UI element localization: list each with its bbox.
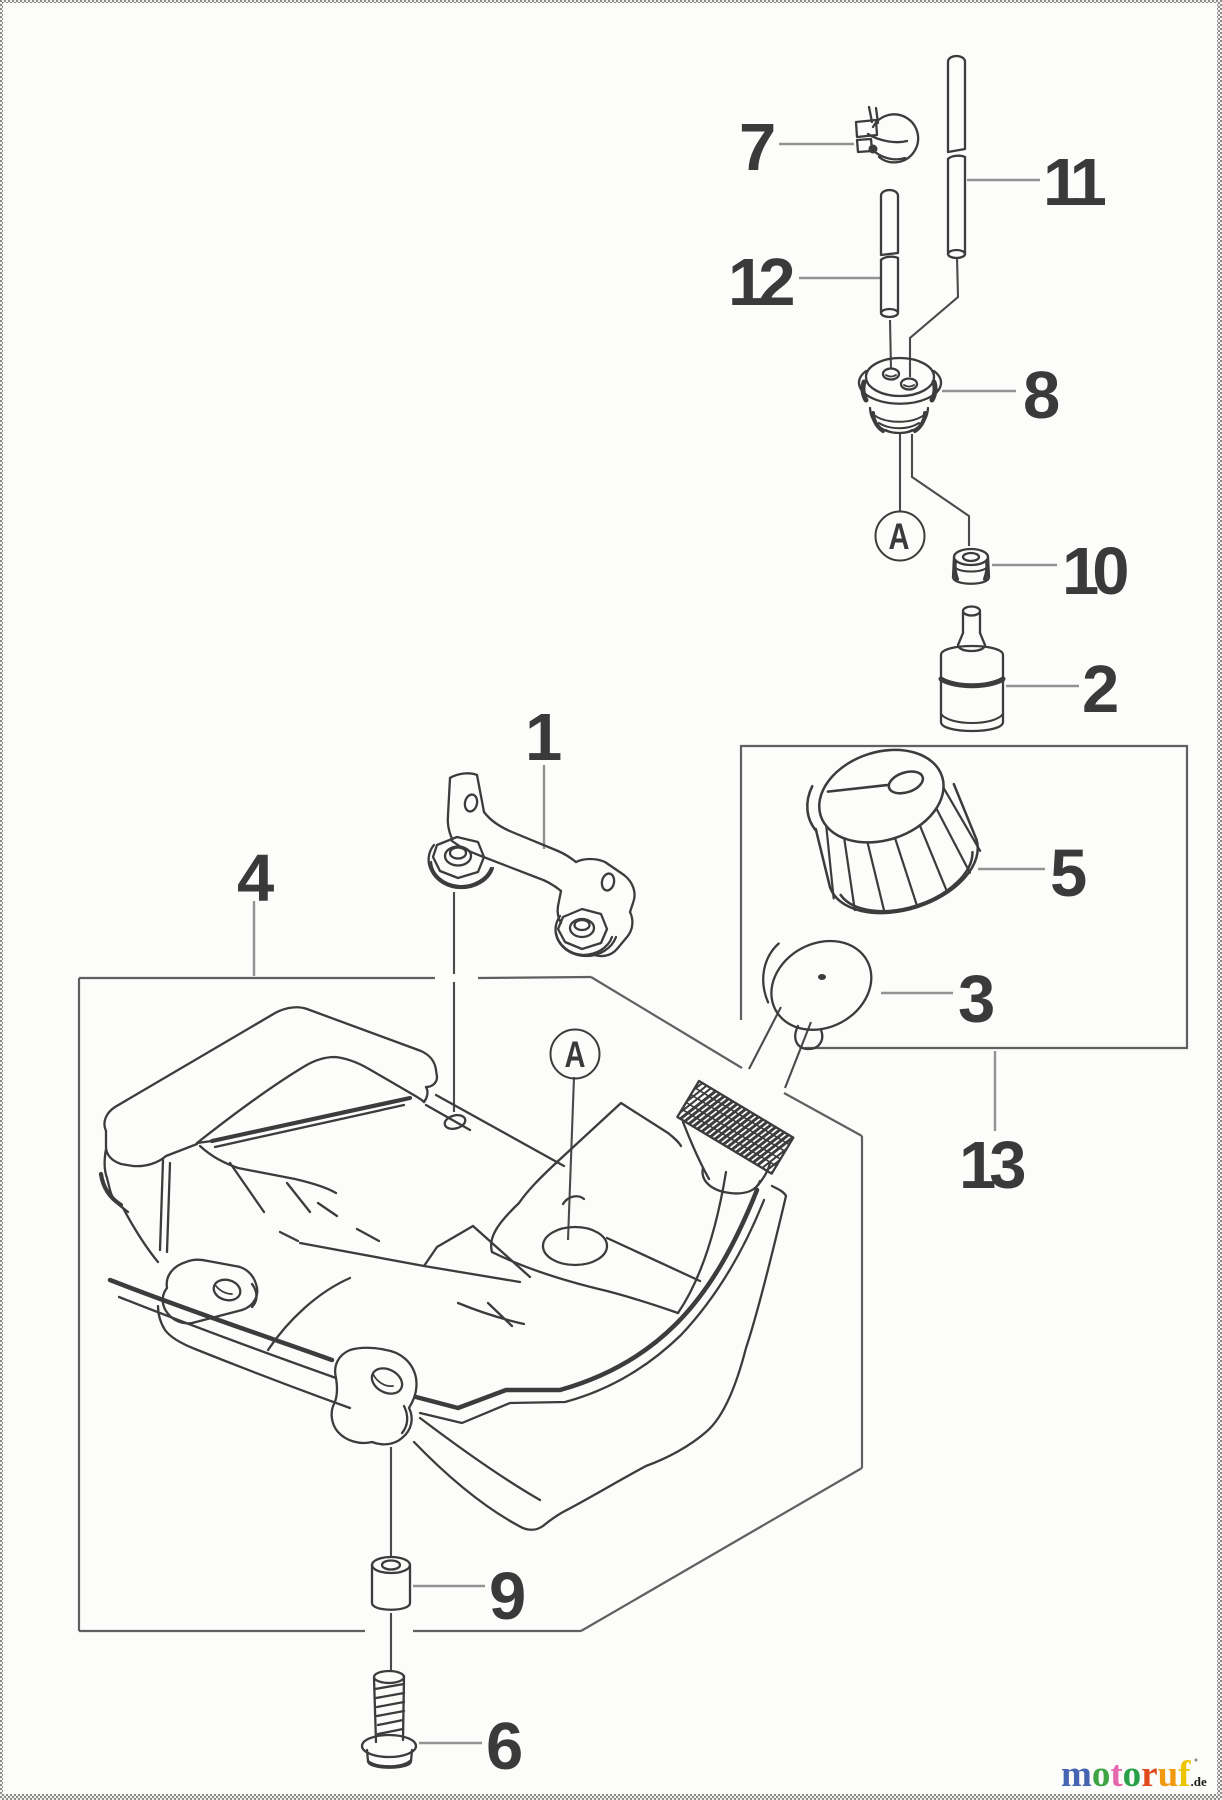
svg-text:4: 4: [237, 841, 274, 916]
svg-text:8: 8: [1023, 358, 1060, 433]
svg-text:7: 7: [739, 110, 776, 185]
svg-text:motoruf.de: motoruf.de: [1061, 1754, 1207, 1795]
svg-text:9: 9: [489, 1559, 526, 1634]
svg-text:1: 1: [525, 700, 562, 775]
svg-text:6: 6: [486, 1709, 523, 1784]
svg-text:A: A: [565, 1034, 586, 1075]
svg-text:5: 5: [1050, 836, 1087, 911]
svg-text:10: 10: [1062, 534, 1127, 609]
svg-text:A: A: [889, 516, 910, 557]
svg-text:12: 12: [728, 245, 793, 320]
svg-text:2: 2: [1082, 652, 1119, 727]
svg-text:13: 13: [959, 1128, 1024, 1203]
svg-text:3: 3: [958, 962, 995, 1037]
svg-text:11: 11: [1043, 145, 1106, 220]
